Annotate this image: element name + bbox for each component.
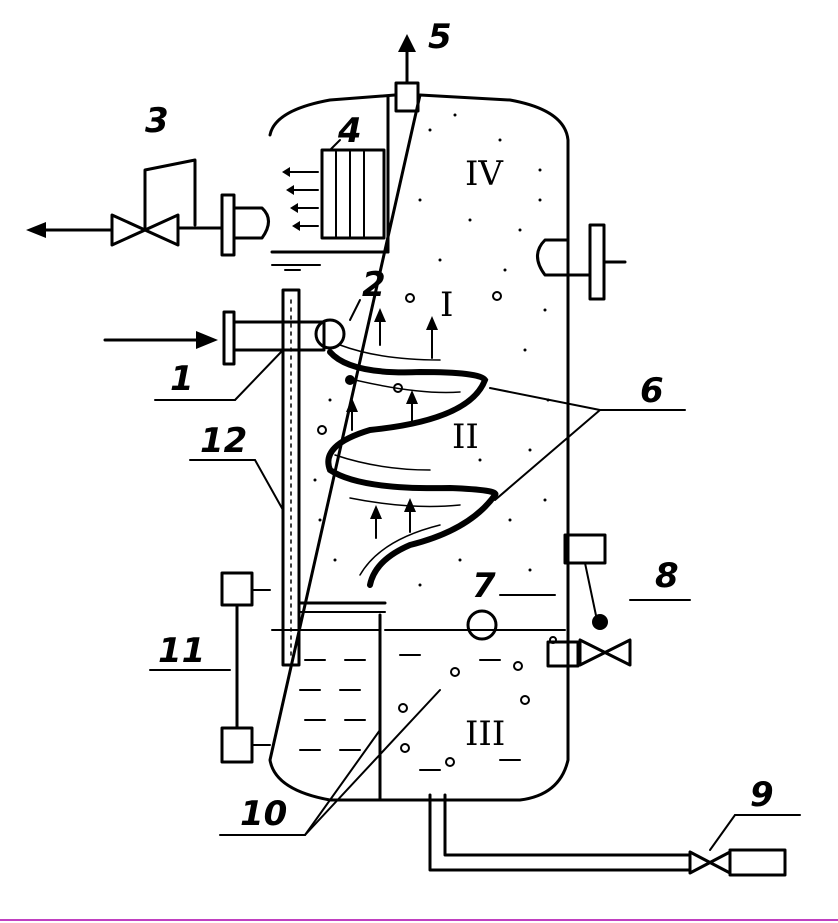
label-7: 7 — [472, 566, 496, 606]
outlet-arrowhead-5 — [398, 34, 416, 52]
stipple-dots — [313, 113, 550, 587]
gauge-tube-12 — [281, 288, 301, 667]
gauge-top-housing — [220, 571, 254, 607]
left-outlet-flange — [220, 193, 236, 257]
liquid-hatching — [284, 269, 521, 771]
label-4: 4 — [337, 111, 362, 151]
float-linkage — [584, 562, 599, 626]
label-6: 6 — [640, 371, 664, 411]
zone-III: III — [465, 714, 505, 754]
label-1: 1 — [170, 359, 194, 399]
rising-gas-arrows — [346, 308, 438, 539]
bubbles — [317, 291, 557, 767]
gas-flow-arrows-left — [282, 167, 319, 231]
valve-actuator-8 — [592, 614, 608, 630]
label-3: 3 — [145, 101, 169, 141]
gas-exit-arrowhead — [26, 222, 46, 238]
top-outlet-nozzle — [394, 81, 420, 113]
label-9: 9 — [750, 775, 774, 815]
leader-lines — [149, 139, 801, 851]
drain-outlet — [546, 640, 580, 668]
bottom-drain-pipe — [428, 793, 692, 872]
zone-II: II — [452, 417, 479, 457]
inlet-nozzle-2 — [314, 318, 346, 350]
label-8: 8 — [655, 556, 679, 596]
left-outlet-nozzle — [232, 206, 270, 240]
bottom-outlet — [728, 848, 787, 877]
label-12: 12 — [200, 421, 247, 461]
gauge-bottom-housing — [220, 726, 254, 764]
drain-valve-8 — [578, 638, 632, 667]
control-valve-3 — [110, 213, 180, 247]
label-10: 10 — [240, 794, 287, 834]
label-2: 2 — [362, 265, 386, 305]
spiral-channel — [325, 349, 499, 588]
valve-actuator — [143, 158, 197, 230]
label-5: 5 — [428, 17, 452, 57]
feed-arrowhead — [196, 331, 218, 349]
zone-IV: IV — [465, 154, 504, 194]
right-nozzle-flange — [588, 223, 606, 301]
right-nozzle — [536, 238, 592, 277]
drain-nozzle — [563, 533, 607, 565]
inlet-pipe-1 — [232, 320, 326, 352]
vessel-shell — [268, 93, 570, 802]
bottom-valve-9 — [688, 850, 732, 875]
spiral-flow-line — [334, 344, 461, 576]
level-float-7 — [466, 609, 498, 641]
label-11: 11 — [158, 631, 205, 671]
mist-eliminator — [320, 148, 386, 240]
zone-I: I — [440, 285, 453, 325]
bottom-edge-line — [0, 919, 838, 921]
